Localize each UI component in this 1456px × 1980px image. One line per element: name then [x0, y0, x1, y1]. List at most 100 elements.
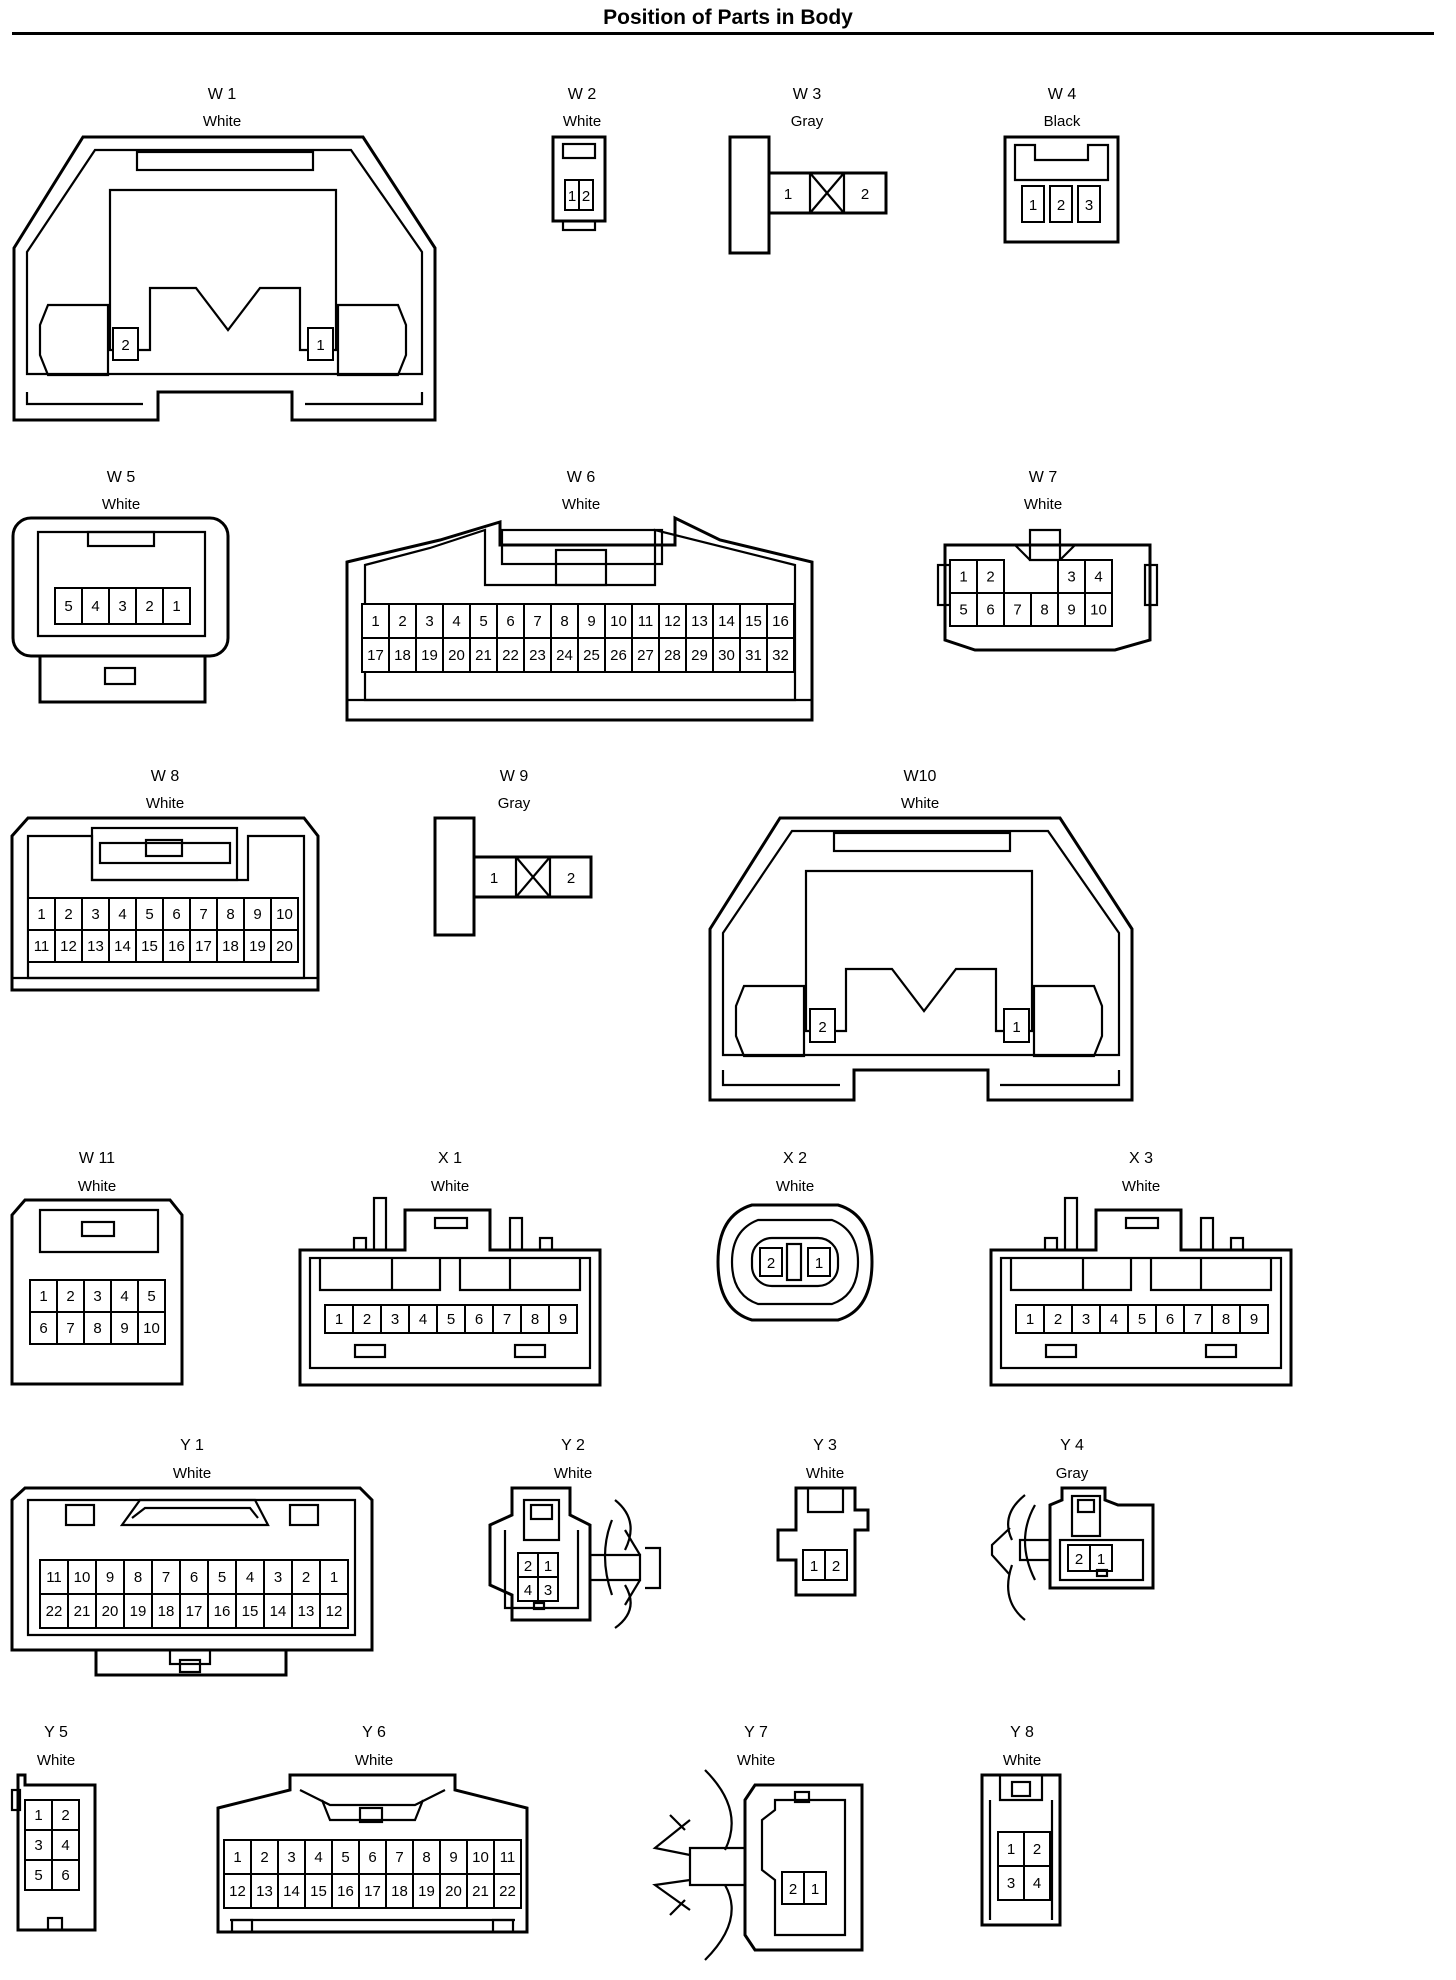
connector-color: White: [102, 496, 140, 513]
pin-cell: [550, 637, 579, 673]
pin-label: 7: [395, 1849, 403, 1866]
pin-label: 2: [818, 1019, 826, 1036]
pin-label: 1: [37, 906, 45, 923]
pin-cell: [189, 897, 218, 931]
pin-label: 6: [172, 906, 180, 923]
pin-label: 4: [61, 1837, 69, 1854]
pin-cell: [712, 603, 741, 639]
connector-color: White: [562, 496, 600, 513]
connector-y2: Y 2 White 2 1 4 3: [488, 1437, 662, 1629]
pin-label: 5: [341, 1849, 349, 1866]
pin-label: 3: [391, 1311, 399, 1328]
pin-cell: [604, 603, 633, 639]
pin-label: 4: [246, 1569, 254, 1586]
pin-label: 7: [162, 1569, 170, 1586]
connector-color: White: [554, 1465, 592, 1482]
connector-color: White: [1122, 1178, 1160, 1195]
pin-label: 10: [472, 1849, 489, 1866]
pin-label: 3: [34, 1837, 42, 1854]
connector-color: White: [355, 1752, 393, 1769]
pin-label: 4: [120, 1288, 128, 1305]
connector-w2: W 2 White 1 2: [551, 86, 607, 232]
pin-label: 2: [582, 188, 590, 205]
pin-label: 21: [74, 1603, 91, 1620]
pin-label: 1: [1029, 197, 1037, 214]
pin-label: 3: [287, 1849, 295, 1866]
pin-cell: [235, 1593, 265, 1629]
pin-label: 8: [93, 1320, 101, 1337]
connector-w4: W 4 Black 1 2 3: [1003, 86, 1120, 244]
pin-label: 5: [959, 602, 967, 619]
pin-label: 3: [118, 598, 126, 615]
pin-label: 17: [367, 647, 384, 664]
pin-cell: [24, 1859, 53, 1891]
connector-id: X 1: [438, 1150, 462, 1167]
pin-cell: [135, 587, 164, 625]
pin-cell: [493, 1873, 522, 1909]
pin-label: 1: [568, 188, 576, 205]
pin-cell: [1127, 1304, 1157, 1334]
pin-label: 13: [87, 938, 104, 955]
pin-label: 27: [637, 647, 654, 664]
pin-label: 2: [1057, 197, 1065, 214]
pin-label: 18: [158, 1603, 175, 1620]
pin-cell: [469, 603, 498, 639]
pin-label: 18: [222, 938, 239, 955]
pin-label: 9: [587, 613, 595, 630]
pin-label: 2: [398, 613, 406, 630]
pin-label: 8: [1222, 1311, 1230, 1328]
pin-label: 19: [421, 647, 438, 664]
pin-label: 1: [233, 1849, 241, 1866]
pin-label: 14: [270, 1603, 287, 1620]
connector-x2: X 2 White 2 1: [716, 1150, 874, 1322]
pin-label: 8: [1040, 602, 1048, 619]
pin-label: 1: [959, 569, 967, 586]
connector-id: W 8: [151, 768, 180, 785]
pin-label: 7: [66, 1320, 74, 1337]
pin-label: 6: [1166, 1311, 1174, 1328]
pin-cell: [388, 603, 417, 639]
pin-label: 1: [490, 870, 498, 887]
connector-color: White: [901, 795, 939, 812]
pin-label: 2: [1075, 1551, 1083, 1568]
page-title: Position of Parts in Body: [603, 6, 853, 29]
pin-cell: [24, 1799, 53, 1831]
pin-label: 17: [195, 938, 212, 955]
pin-cell: [949, 592, 978, 627]
pin-cell: [631, 637, 660, 673]
pin-label: 15: [310, 1883, 327, 1900]
pin-label: 5: [479, 613, 487, 630]
pin-cell: [1043, 1304, 1073, 1334]
pin-label: 22: [46, 1603, 63, 1620]
connector-color: White: [173, 1465, 211, 1482]
pin-cell: [380, 1304, 410, 1334]
pin-cell: [1030, 592, 1059, 627]
pin-cell: [319, 1559, 349, 1595]
pin-label: 1: [316, 337, 324, 354]
pin-label: 12: [229, 1883, 246, 1900]
pin-label: 3: [274, 1569, 282, 1586]
pin-label: 3: [1007, 1875, 1015, 1892]
connector-y7: Y 7 White 2 1: [652, 1724, 864, 1961]
pin-cell: [304, 1873, 333, 1909]
pin-label: 28: [664, 647, 681, 664]
pin-cell: [442, 637, 471, 673]
connector-color: White: [1024, 496, 1062, 513]
pin-label: 31: [745, 647, 762, 664]
pin-cell: [95, 1593, 125, 1629]
pin-label: 11: [46, 1569, 62, 1586]
pin-cell: [27, 929, 56, 963]
pin-label: 4: [419, 1311, 427, 1328]
pin-cell: [263, 1559, 293, 1595]
pin-label: 10: [610, 613, 627, 630]
pin-label: 2: [61, 1807, 69, 1824]
pin-label: 9: [1067, 602, 1075, 619]
pin-cell: [976, 559, 1005, 594]
pin-label: 20: [102, 1603, 119, 1620]
pin-label: 29: [691, 647, 708, 664]
connector-color: White: [1003, 1752, 1041, 1769]
